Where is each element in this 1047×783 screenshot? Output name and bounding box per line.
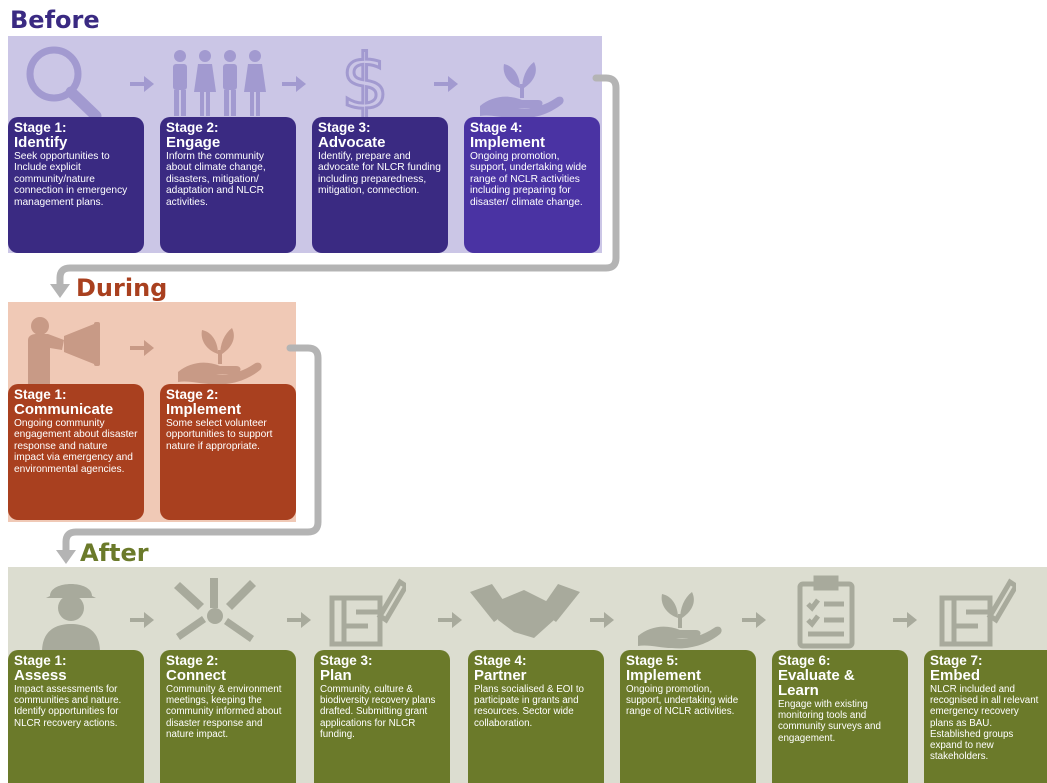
after-stage-2-card: Stage 2: Connect Community & environment… xyxy=(160,650,296,783)
stage-number: Stage 2: xyxy=(166,653,219,668)
stage-number: Stage 1: xyxy=(14,120,67,135)
stage-name: Implement xyxy=(166,401,242,418)
during-heading: During xyxy=(76,274,168,302)
stage-name: Partner xyxy=(474,667,527,684)
stage-description: Identify, prepare and advocate for NLCR … xyxy=(318,151,441,197)
megaphone-icon xyxy=(28,317,100,384)
during-stage-2-card: Stage 2: Implement Some select volunteer… xyxy=(160,384,296,520)
arrow-icon xyxy=(130,340,154,356)
magnifier-icon xyxy=(26,46,102,120)
before-stage-4-card: Stage 4: Implement Ongoing promotion, su… xyxy=(464,117,600,253)
plant-hand-icon xyxy=(178,328,262,385)
arrow-icon xyxy=(287,612,311,628)
before-heading: Before xyxy=(10,6,100,34)
arrow-icon xyxy=(438,612,462,628)
after-stage-1-card: Stage 1: Assess Impact assessments for c… xyxy=(8,650,144,783)
stage-name: Implement xyxy=(626,667,702,684)
arrow-icon xyxy=(893,612,917,628)
stage-description: Ongoing community engagement about disas… xyxy=(14,418,138,475)
plant-hand-icon xyxy=(638,592,722,649)
svg-text:$: $ xyxy=(341,40,389,120)
stage-number: Stage 2: xyxy=(166,120,219,135)
stage-description: Impact assessments for communities and n… xyxy=(14,684,122,729)
clipboard-icon xyxy=(797,575,855,649)
stage-description: Seek opportunities to Include explicit c… xyxy=(14,151,128,208)
stage-number: Stage 7: xyxy=(930,653,983,668)
arrow-icon xyxy=(282,76,306,92)
stage-description: Inform the community about climate chang… xyxy=(166,151,266,208)
after-heading: After xyxy=(80,539,149,567)
stage-name: Assess xyxy=(14,667,67,684)
dollar-icon: $ xyxy=(340,40,390,120)
stage-name: Advocate xyxy=(318,134,386,151)
after-stage-7-card: Stage 7: Embed NLCR included and recogni… xyxy=(924,650,1047,783)
stage-name: Implement xyxy=(470,134,546,151)
arrow-icon xyxy=(742,612,766,628)
stage-description: Plans socialised & EOI to participate in… xyxy=(474,684,584,729)
people-icon xyxy=(173,50,266,116)
stage-number: Stage 3: xyxy=(320,653,373,668)
stage-number: Stage 5: xyxy=(626,653,679,668)
stage-number: Stage 4: xyxy=(470,120,523,135)
stage-description: NLCR included and recognised in all rele… xyxy=(930,684,1039,763)
stage-description: Ongoing promotion, support, undertaking … xyxy=(470,151,587,208)
stage-number: Stage 2: xyxy=(166,387,219,402)
stage-number: Stage 1: xyxy=(14,653,67,668)
arrow-icon xyxy=(590,612,614,628)
handshake-icon xyxy=(470,584,580,638)
stage-name: Plan xyxy=(320,667,352,684)
after-stage-3-card: Stage 3: Plan Community, culture & biodi… xyxy=(314,650,450,783)
before-stage-1-card: Stage 1: Identify Seek opportunities to … xyxy=(8,117,144,253)
plant-hand-icon xyxy=(480,62,564,119)
stage-description: Engage with existing monitoring tools an… xyxy=(778,699,881,744)
stage-number: Stage 1: xyxy=(14,387,67,402)
blueprint-icon xyxy=(329,578,406,647)
stage-number: Stage 3: xyxy=(318,120,371,135)
arrow-icon xyxy=(130,612,154,628)
arrow-icon xyxy=(130,76,154,92)
stage-description: Some select volunteer opportunities to s… xyxy=(166,418,273,452)
before-stage-2-card: Stage 2: Engage Inform the community abo… xyxy=(160,117,296,253)
stage-name: Evaluate & Learn xyxy=(778,667,855,699)
after-stage-4-card: Stage 4: Partner Plans socialised & EOI … xyxy=(468,650,604,783)
stage-name: Embed xyxy=(930,667,981,684)
after-stage-6-card: Stage 6: Evaluate & Learn Engage with ex… xyxy=(772,650,908,783)
stage-name: Engage xyxy=(166,134,221,151)
stage-number: Stage 4: xyxy=(474,653,527,668)
stage-number: Stage 6: xyxy=(778,653,831,668)
stage-name: Communicate xyxy=(14,401,114,418)
blueprint-icon xyxy=(939,578,1016,647)
hands-icon xyxy=(174,578,256,642)
worker-icon xyxy=(42,584,100,652)
arrow-icon xyxy=(434,76,458,92)
stage-description: Ongoing promotion, support, undertaking … xyxy=(626,684,739,718)
stage-description: Community, culture & biodiversity recove… xyxy=(320,684,436,740)
stage-name: Connect xyxy=(166,667,226,684)
stage-description: Community & environment meetings, keepin… xyxy=(166,684,282,740)
during-stage-1-card: Stage 1: Communicate Ongoing community e… xyxy=(8,384,144,520)
stage-name: Identify xyxy=(14,134,68,151)
before-stage-3-card: Stage 3: Advocate Identify, prepare and … xyxy=(312,117,448,253)
after-stage-5-card: Stage 5: Implement Ongoing promotion, su… xyxy=(620,650,756,783)
